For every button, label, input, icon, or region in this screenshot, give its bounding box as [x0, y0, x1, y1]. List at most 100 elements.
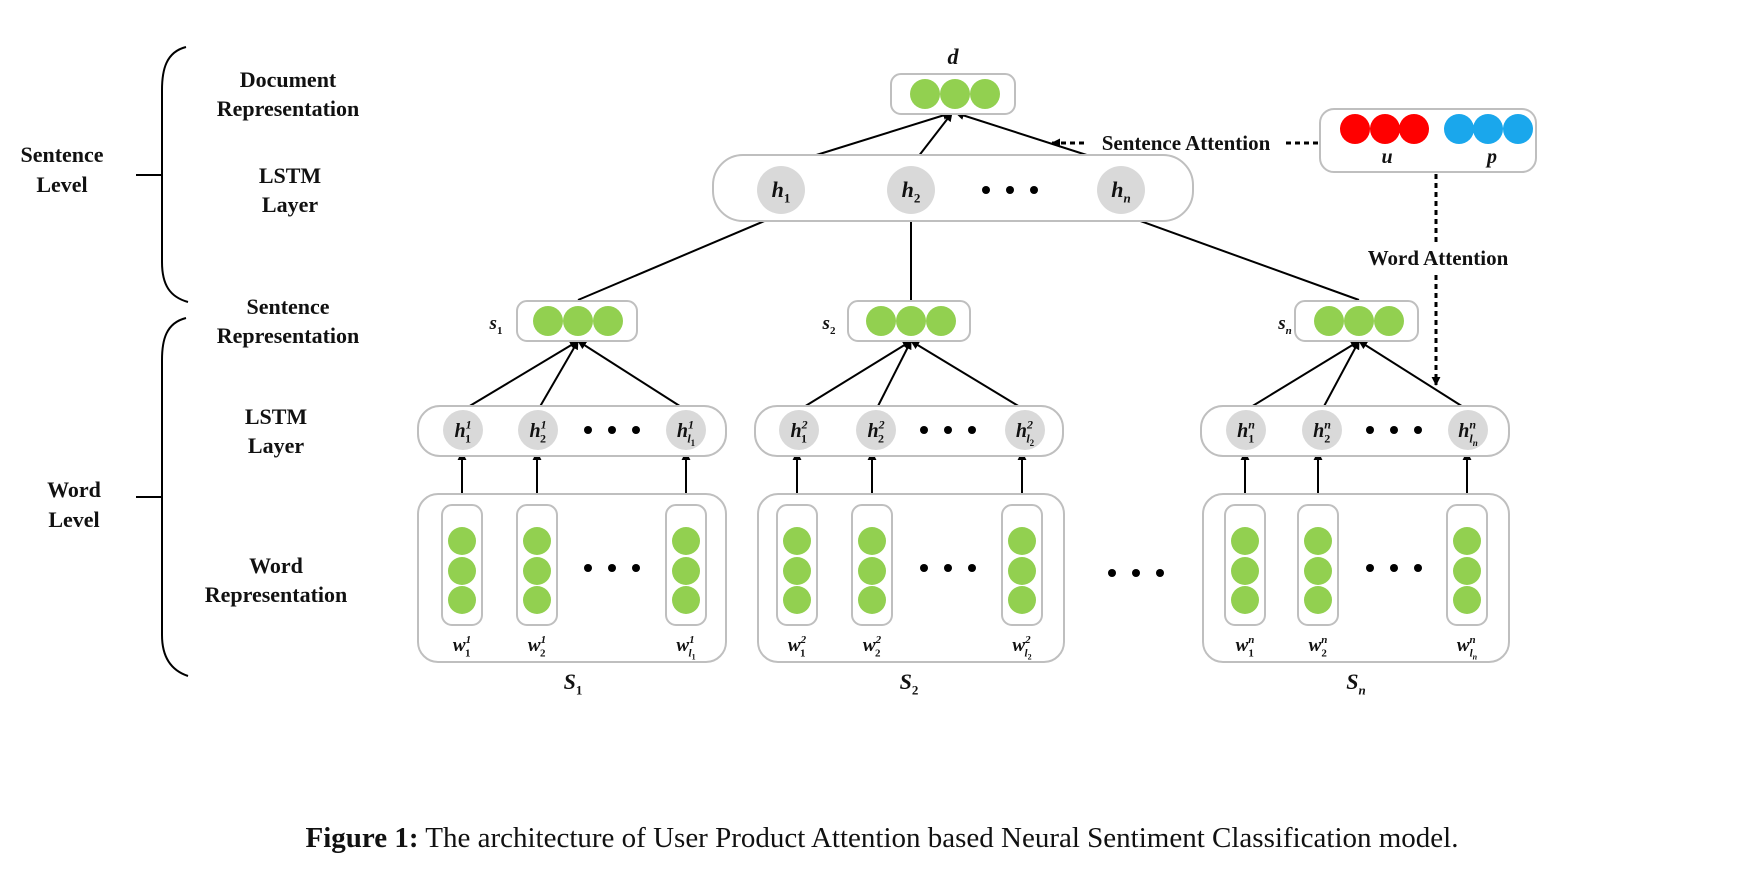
- sentence-level-brace: [136, 46, 189, 303]
- sentence-vector-node-1-2: [563, 306, 593, 336]
- sentence-hidden-node-3: [1097, 166, 1145, 214]
- word-representation-ellipsis-2-dot-1: [920, 564, 928, 572]
- word-node-2-1-2: [783, 557, 811, 585]
- document-representation-label-line-2: Representation: [217, 96, 360, 121]
- word-node-3-1-1: [1231, 527, 1259, 555]
- word-node-2-1-1: [783, 527, 811, 555]
- word-node-1-2-3: [523, 586, 551, 614]
- word-hidden-to-sentence-arrow-1-1: [462, 340, 579, 411]
- user-node-1: [1340, 114, 1370, 144]
- user-label: u: [1381, 146, 1392, 168]
- s3-to-h3-arrow: [1120, 212, 1360, 301]
- word-node-2-3-3: [1008, 586, 1036, 614]
- word-lstm-ellipsis-1-dot-3: [632, 426, 640, 434]
- sentence-group-ellipsis-dot-2: [1132, 569, 1140, 577]
- sentence-vector-node-2-1: [866, 306, 896, 336]
- word-attention-label: Word Attention: [1368, 246, 1509, 270]
- sentence-vector-label-1: s1: [489, 313, 503, 337]
- word-representation-ellipsis-3-dot-3: [1414, 564, 1422, 572]
- word-lstm-ellipsis-1-dot-1: [584, 426, 592, 434]
- word-level-label-line-2: Level: [48, 507, 99, 532]
- word-representation-ellipsis-1-dot-2: [608, 564, 616, 572]
- word-hidden-node-2-1: [779, 410, 819, 450]
- sentence-group-ellipsis-dot-1: [1108, 569, 1116, 577]
- word-hidden-node-3-1: [1226, 410, 1266, 450]
- word-lstm-ellipsis-1-dot-2: [608, 426, 616, 434]
- word-node-1-1-3: [448, 586, 476, 614]
- sentence-vector-node-3-2: [1344, 306, 1374, 336]
- sentence-hidden-node-1: [757, 166, 805, 214]
- word-representation-box-2: [757, 493, 1065, 663]
- word-node-3-1-2: [1231, 557, 1259, 585]
- word-node-2-1-3: [783, 586, 811, 614]
- sentence-name-1: S1: [564, 669, 583, 698]
- sentence-vector-node-3-1: [1314, 306, 1344, 336]
- word-representation-box-1: [417, 493, 727, 663]
- word-node-3-3-2: [1453, 557, 1481, 585]
- word-hidden-node-3-2: [1302, 410, 1342, 450]
- word-hidden-node-1-1: [443, 410, 483, 450]
- word-hidden-to-sentence-arrow-3-2: [1321, 340, 1360, 411]
- word-representation-ellipsis-3-dot-1: [1366, 564, 1374, 572]
- document-node-1: [910, 79, 940, 109]
- document-representation-label-line-1: Document: [240, 67, 337, 92]
- word-node-2-3-1: [1008, 527, 1036, 555]
- document-node-2: [940, 79, 970, 109]
- figure-caption: Figure 1: The architecture of User Produ…: [0, 822, 1764, 855]
- sentence-level-label-line-2: Level: [36, 172, 87, 197]
- word-node-1-3-2: [672, 557, 700, 585]
- word-lstm-ellipsis-2-dot-3: [968, 426, 976, 434]
- sentence-hidden-node-2: [887, 166, 935, 214]
- sentence-vector-node-3-3: [1374, 306, 1404, 336]
- word-representation-label-line-2: Representation: [205, 582, 348, 607]
- word-hidden-node-2-3: [1005, 410, 1045, 450]
- word-node-1-3-1: [672, 527, 700, 555]
- word-node-1-2-2: [523, 557, 551, 585]
- word-node-2-2-2: [858, 557, 886, 585]
- word-level-label-line-1: Word: [47, 477, 101, 502]
- word-representation-label-line-1: Word: [249, 553, 303, 578]
- word-hidden-to-sentence-arrow-3-3: [1358, 340, 1469, 411]
- word-node-3-1-3: [1231, 586, 1259, 614]
- user-node-3: [1399, 114, 1429, 144]
- word-node-1-2-1: [523, 527, 551, 555]
- word-lstm-ellipsis-2-dot-1: [920, 426, 928, 434]
- word-lstm-box-3: [1200, 405, 1510, 457]
- sentence-vector-label-2: s2: [822, 313, 836, 337]
- word-representation-ellipsis-1-dot-1: [584, 564, 592, 572]
- product-label: p: [1485, 146, 1497, 168]
- sentence-representation-label-line-1: Sentence: [246, 294, 329, 319]
- word-representation-ellipsis-3-dot-2: [1390, 564, 1398, 572]
- word-hidden-to-sentence-arrow-1-2: [537, 340, 579, 411]
- sentence-lstm-ellipsis-dot-2: [1006, 186, 1014, 194]
- word-representation-box-3: [1202, 493, 1510, 663]
- sentence-lstm-box: [712, 154, 1194, 222]
- word-node-1-3-3: [672, 586, 700, 614]
- word-hidden-to-sentence-arrow-2-3: [910, 340, 1026, 411]
- word-lstm-ellipsis-3-dot-1: [1366, 426, 1374, 434]
- word-node-3-2-3: [1304, 586, 1332, 614]
- sentence-group-ellipsis-dot-3: [1156, 569, 1164, 577]
- word-lstm-box-1: [417, 405, 727, 457]
- sentence-hidden-label-1: h1: [772, 177, 791, 206]
- lstm-layer-top-label-line-1: LSTM: [259, 163, 322, 188]
- sentence-vector-node-2-2: [896, 306, 926, 336]
- word-hidden-to-sentence-arrow-2-1: [798, 340, 912, 411]
- word-hidden-node-1-3: [666, 410, 706, 450]
- word-lstm-ellipsis-3-dot-2: [1390, 426, 1398, 434]
- word-node-3-2-2: [1304, 557, 1332, 585]
